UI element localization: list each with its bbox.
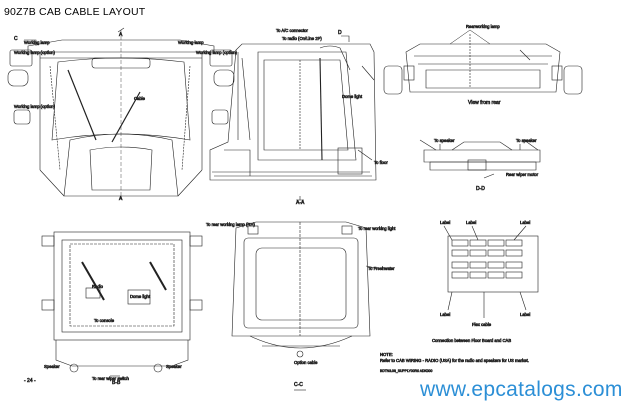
view-bb xyxy=(41,231,203,377)
footer-website-url[interactable]: www.epcatalogs.com xyxy=(420,378,623,401)
page-number: - 24 - xyxy=(24,378,36,384)
label-to-fresh-water: To Freshwater xyxy=(368,266,395,271)
connection-diagram xyxy=(443,225,539,318)
label-to-console: To console xyxy=(94,318,115,323)
label-radio: Radio xyxy=(92,284,104,289)
label-to-rear-working-light: To rear working light xyxy=(358,226,396,231)
label-to-rear-wiper-switch: To rear wiper switch xyxy=(92,376,130,381)
label-rear-wiper-motor: Rear wiper motor xyxy=(506,172,539,177)
section-marker-a-top: A xyxy=(119,32,123,38)
view-aa xyxy=(209,35,377,201)
section-marker-a-bottom: A xyxy=(119,196,123,202)
page-title: 90Z7B CAB CABLE LAYOUT xyxy=(4,6,146,18)
label-conn-bottom-1: Label xyxy=(440,312,450,317)
view-rear xyxy=(383,29,583,95)
label-to-speaker-left: To speaker xyxy=(434,138,455,143)
label-to-speaker-right: To speaker xyxy=(516,138,537,143)
label-to-floor: To floor xyxy=(374,160,388,165)
label-dome-light-bb: Dome light xyxy=(130,294,151,299)
caption-view-from-rear: View from rear xyxy=(468,100,501,106)
label-cable: Cable xyxy=(134,96,146,101)
doc-code: BDTN3.08_SUPPLY00R0 ADK000 xyxy=(380,369,432,373)
label-working-lamp-option-left: Working lamp (option) xyxy=(14,50,55,55)
view-front xyxy=(7,27,235,200)
label-option-cable: Option cable xyxy=(294,360,318,365)
label-dome-light-aa: Dome light xyxy=(342,94,363,99)
caption-bb: B-B xyxy=(112,380,121,386)
section-marker-d: D xyxy=(338,30,342,36)
label-conn-bottom-2: Label xyxy=(520,312,530,317)
label-conn-top-3: Label xyxy=(520,220,530,225)
label-to-rear-working-lamp-rh: To rear working lamp (RH) xyxy=(206,222,255,227)
caption-connection: Connection between Floor Board and CAB xyxy=(432,338,511,343)
caption-cc: C-C xyxy=(294,382,303,388)
note-text: Refer to CAB WIRING - RADIO (USA) for th… xyxy=(380,358,529,363)
note-heading: NOTE: xyxy=(380,352,393,357)
label-flex-cable: Flex cable xyxy=(472,322,492,327)
caption-dd: D-D xyxy=(476,186,485,192)
label-to-ac-connector: To A/C connector xyxy=(276,28,308,33)
label-conn-top-1: Label xyxy=(440,220,450,225)
label-to-radio: To radio (On/Line 2P) xyxy=(282,36,322,41)
label-working-lamp-left: Working lamp xyxy=(24,40,50,45)
view-dd xyxy=(419,139,541,179)
label-rear-working-lamp: Rearworking lamp xyxy=(466,24,500,29)
caption-aa: A-A xyxy=(296,200,305,206)
section-marker-c: C xyxy=(14,36,18,42)
label-speaker-right: Speaker xyxy=(166,364,182,369)
label-working-lamp-option-lower: Working lamp (option) xyxy=(14,104,55,109)
view-cc xyxy=(231,221,377,391)
label-working-lamp-option-right: Working lamp (option) xyxy=(196,50,237,55)
label-working-lamp-right: Working lamp xyxy=(178,40,204,45)
label-speaker-left: Speaker xyxy=(44,364,60,369)
label-conn-top-2: Label xyxy=(466,220,476,225)
